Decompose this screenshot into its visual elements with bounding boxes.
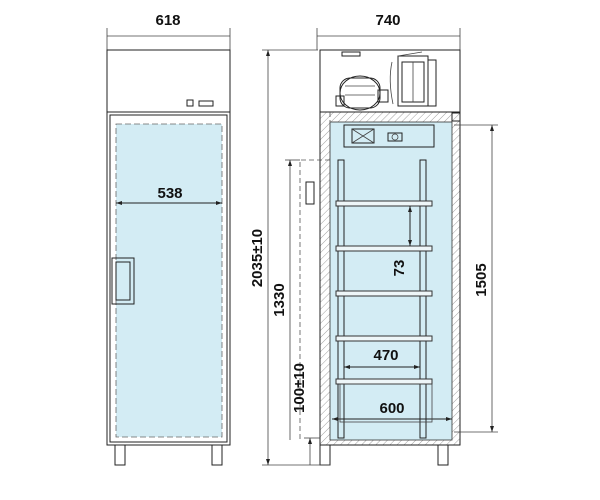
shelf-rail-left xyxy=(337,159,345,439)
evaporator-coil-icon xyxy=(351,128,375,144)
shelf-pitch-label: 73 xyxy=(391,260,408,277)
refrigerant-pipe xyxy=(389,61,394,105)
door-handle-inner xyxy=(115,261,131,301)
shelves xyxy=(335,200,433,385)
compressor-icon xyxy=(335,51,389,111)
condenser-fan-icon xyxy=(397,51,437,107)
leg-height-label: 100±10 xyxy=(291,363,308,413)
door-handle xyxy=(111,257,135,305)
evaporator-fan-icon xyxy=(387,132,403,142)
front-door-glass xyxy=(115,123,223,438)
side-interior xyxy=(329,121,453,441)
front-door-frame xyxy=(109,114,228,443)
front-leg-left xyxy=(114,444,126,466)
front-cabinet xyxy=(106,111,231,446)
front-width-label: 618 xyxy=(155,12,180,29)
control-display xyxy=(198,100,214,107)
front-leg-right xyxy=(211,444,223,466)
evaporator-box xyxy=(343,124,435,148)
shelf-width-label: 470 xyxy=(373,347,398,364)
shelf-rail-right xyxy=(419,159,427,439)
side-leg-front xyxy=(319,444,331,466)
indicator-light xyxy=(186,99,194,107)
bottom-drawer xyxy=(339,383,433,423)
door-swing-outline xyxy=(299,112,331,440)
shelf xyxy=(335,290,433,297)
shelf xyxy=(335,335,433,342)
side-depth-label: 740 xyxy=(375,12,400,29)
interior-depth-label: 600 xyxy=(379,400,404,417)
total-height-label: 2035±10 xyxy=(249,229,266,287)
side-view: 740 xyxy=(299,12,461,466)
shelf xyxy=(335,245,433,252)
front-top-housing xyxy=(106,49,231,113)
side-leg-back xyxy=(437,444,449,466)
back-bracket xyxy=(451,112,461,122)
vertical-dimensions: 2035±10 1330 100±10 1505 xyxy=(249,49,498,466)
front-view: 618 538 xyxy=(106,12,231,466)
side-handle xyxy=(305,181,315,205)
handle-height-label: 1330 xyxy=(271,283,288,316)
interior-height-label: 1505 xyxy=(473,263,490,296)
shelf xyxy=(335,378,433,385)
shelf xyxy=(335,200,433,207)
inner-width-label: 538 xyxy=(157,185,182,202)
